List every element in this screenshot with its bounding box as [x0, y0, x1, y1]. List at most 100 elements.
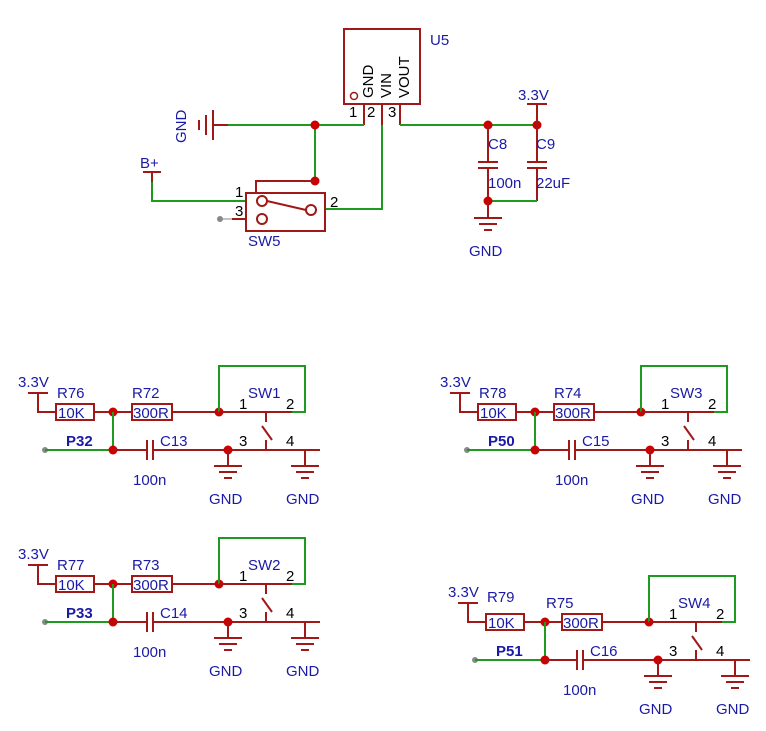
sw5-blade: [266, 200, 307, 211]
pullup-value: 10K: [488, 615, 515, 632]
switch-pin1-num: 1: [669, 606, 677, 623]
gnd-label: GND: [639, 701, 673, 718]
sw5-contact-icon: [256, 213, 268, 225]
series-value: 300R: [133, 405, 169, 422]
battery-wire: [151, 182, 246, 202]
series-ref: R72: [132, 385, 160, 402]
cap-ref: C16: [590, 643, 618, 660]
switch-blade: [261, 425, 273, 441]
rail-lead: [459, 393, 478, 413]
regulator-pin-num-2: 2: [367, 104, 375, 121]
gnd-symbol-icon: [721, 675, 749, 689]
gnd-label: GND: [286, 491, 320, 508]
switch-pin1-lead: [255, 180, 315, 193]
net-label: P32: [66, 433, 93, 450]
switch-ref: SW2: [248, 557, 281, 574]
c9-value: 22uF: [536, 175, 570, 192]
rail-label: 3.3V: [18, 374, 49, 391]
pullup-ref: R79: [487, 589, 515, 606]
vout-rail-label: 3.3V: [518, 87, 549, 104]
switch-pin2-num: 2: [716, 606, 724, 623]
cap-value: 100n: [133, 644, 166, 661]
cap-ref: C13: [160, 433, 188, 450]
switch-pin1-num: 1: [239, 396, 247, 413]
rail-lead: [467, 603, 486, 623]
switch-loop-wire: [218, 365, 306, 413]
switch-pin1-num: 1: [239, 568, 247, 585]
pullup-value: 10K: [58, 577, 85, 594]
switch-pin2-num: 2: [708, 396, 716, 413]
series-value: 300R: [555, 405, 591, 422]
pullup-value: 10K: [480, 405, 507, 422]
series-ref: R74: [554, 385, 582, 402]
sw5-ref: SW5: [248, 233, 281, 250]
gnd-label: GND: [286, 663, 320, 680]
pullup-ref: R78: [479, 385, 507, 402]
gnd-label: GND: [631, 491, 665, 508]
net-label: P50: [488, 433, 515, 450]
switch-pin4-num: 4: [286, 433, 294, 450]
series-ref: R75: [546, 595, 574, 612]
switch-blade: [261, 597, 273, 613]
sw5-pin1-num: 1: [235, 184, 243, 201]
rail-label: 3.3V: [18, 546, 49, 563]
switch-blade: [691, 635, 703, 651]
switch-pin2-num: 2: [286, 396, 294, 413]
switch-pin3-num: 3: [661, 433, 669, 450]
sw5-body: [245, 192, 326, 232]
rail-lead: [37, 393, 56, 413]
regulator-ref: U5: [430, 32, 449, 49]
switch-pin1-num: 1: [661, 396, 669, 413]
switch-pin3-num: 3: [239, 605, 247, 622]
switch-ref: SW3: [670, 385, 703, 402]
rail-label: 3.3V: [448, 584, 479, 601]
switch-pin3-num: 3: [669, 643, 677, 660]
series-ref: R73: [132, 557, 160, 574]
sw5-contact-icon: [305, 204, 317, 216]
cap-value: 100n: [563, 682, 596, 699]
sw5-pin3-num: 3: [235, 203, 243, 220]
switch-blade: [683, 425, 695, 441]
c9-ref: C9: [536, 136, 555, 153]
switch-loop-wire: [648, 575, 736, 623]
switch-pin2-num: 2: [286, 568, 294, 585]
regulator-pin-vin: VIN: [378, 73, 395, 98]
rail-lead: [37, 565, 56, 585]
switch-loop-wire: [640, 365, 728, 413]
rail-label: 3.3V: [440, 374, 471, 391]
gnd-label: GND: [708, 491, 742, 508]
sw5-contact-icon: [256, 195, 268, 207]
switch-ref: SW4: [678, 595, 711, 612]
gnd-label: GND: [716, 701, 750, 718]
sw5-pin2-num: 2: [330, 194, 338, 211]
c8-ref: C8: [488, 136, 507, 153]
net-label: P33: [66, 605, 93, 622]
gnd-label: GND: [209, 491, 243, 508]
vin-wire: [325, 125, 383, 210]
switch-ref: SW1: [248, 385, 281, 402]
switch-pin4-num: 4: [708, 433, 716, 450]
regulator-pin-vout: VOUT: [396, 56, 413, 98]
switch-pin4-num: 4: [716, 643, 724, 660]
cap-value: 100n: [555, 472, 588, 489]
junction: [310, 120, 320, 130]
pullup-value: 10K: [58, 405, 85, 422]
left-gnd-symbol-icon: [198, 110, 228, 140]
gnd-label: GND: [209, 663, 243, 680]
pullup-ref: R76: [57, 385, 85, 402]
pullup-ref: R77: [57, 557, 85, 574]
gnd-symbol-icon: [291, 637, 319, 651]
left-gnd-label: GND: [173, 110, 190, 144]
gnd-symbol-icon: [713, 465, 741, 479]
c8-value: 100n: [488, 175, 521, 192]
net-label: P51: [496, 643, 523, 660]
series-value: 300R: [133, 577, 169, 594]
gnd-symbol-icon: [474, 217, 502, 231]
switch-pin3-num: 3: [239, 433, 247, 450]
cap-ref: C15: [582, 433, 610, 450]
